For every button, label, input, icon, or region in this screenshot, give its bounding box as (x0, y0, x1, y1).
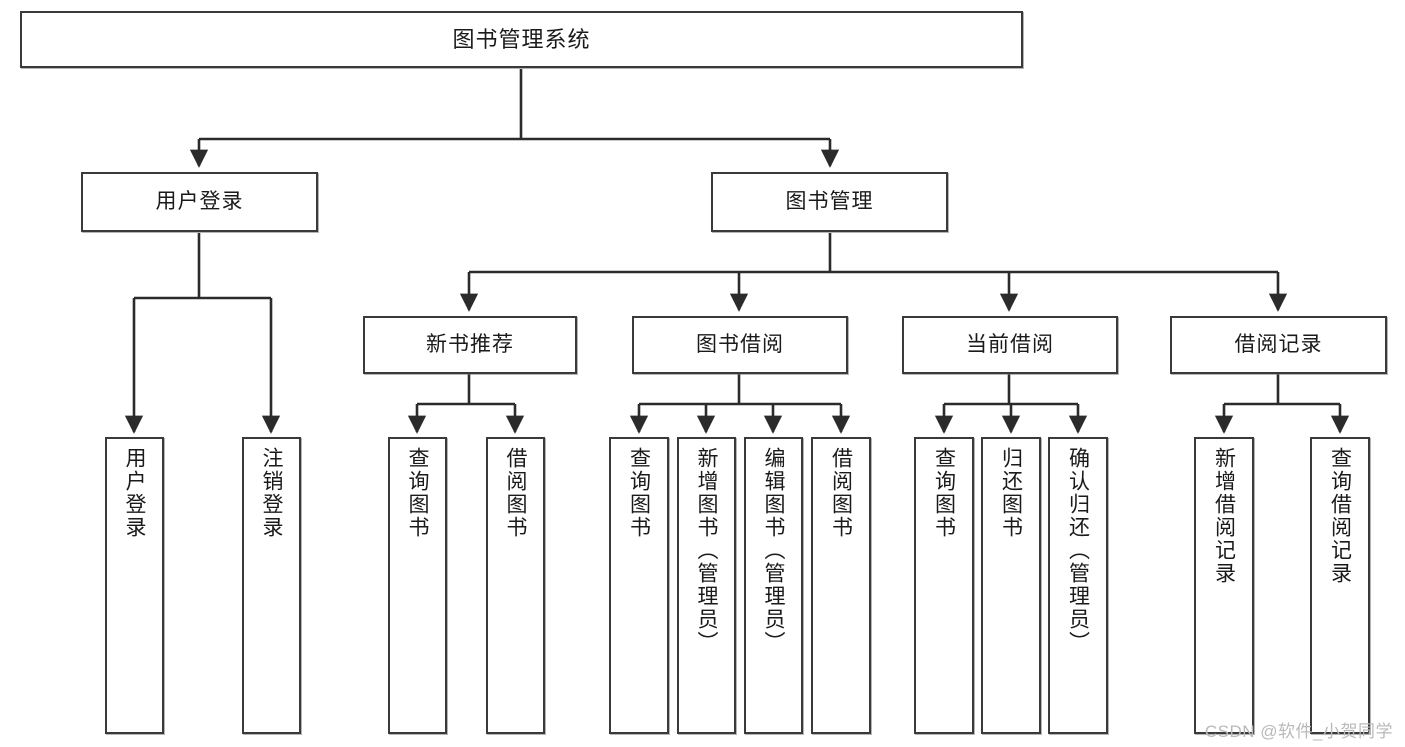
node-leaf-edit-book-admin[interactable]: 编辑图书（管理员） (744, 437, 803, 734)
node-root-label: 图书管理系统 (452, 26, 591, 52)
node-leaf-edit-book-admin-label: 编辑图书（管理员） (762, 447, 785, 654)
node-leaf-return-book[interactable]: 归还图书 (981, 437, 1041, 734)
node-leaf-borrow-book-recommend[interactable]: 借阅图书 (486, 437, 545, 734)
node-leaf-logout[interactable]: 注销登录 (242, 437, 301, 734)
node-leaf-return-book-label: 归还图书 (999, 447, 1023, 539)
node-leaf-query-book-recommend[interactable]: 查询图书 (388, 437, 447, 734)
node-leaf-query-book-recommend-label: 查询图书 (406, 447, 429, 539)
node-new-book-recommend-label: 新书推荐 (426, 332, 514, 356)
node-book-management[interactable]: 图书管理 (711, 172, 948, 232)
node-leaf-borrow-book-label: 借阅图书 (829, 447, 853, 539)
node-leaf-add-book-admin-label: 新增图书（管理员） (695, 447, 718, 654)
node-current-borrow[interactable]: 当前借阅 (902, 316, 1118, 374)
node-root[interactable]: 图书管理系统 (20, 11, 1023, 68)
node-leaf-add-borrow-record[interactable]: 新增借阅记录 (1194, 437, 1254, 734)
node-leaf-query-book-borrow-label: 查询图书 (627, 447, 651, 539)
node-leaf-borrow-book-recommend-label: 借阅图书 (504, 447, 527, 539)
node-leaf-query-book-current-label: 查询图书 (932, 447, 956, 539)
watermark-text: CSDN @软件_小贺同学 (1204, 722, 1393, 741)
node-borrow-record-label: 借阅记录 (1234, 332, 1323, 356)
node-leaf-query-book-borrow[interactable]: 查询图书 (609, 437, 669, 734)
node-leaf-confirm-return-admin-label: 确认归还（管理员） (1066, 447, 1090, 654)
node-leaf-query-borrow-record[interactable]: 查询借阅记录 (1310, 437, 1370, 734)
node-book-borrow[interactable]: 图书借阅 (632, 316, 848, 374)
node-user-login[interactable]: 用户登录 (81, 172, 318, 232)
node-new-book-recommend[interactable]: 新书推荐 (363, 316, 577, 374)
node-book-management-label: 图书管理 (785, 189, 874, 213)
node-leaf-confirm-return-admin[interactable]: 确认归还（管理员） (1048, 437, 1108, 734)
node-leaf-add-book-admin[interactable]: 新增图书（管理员） (677, 437, 736, 734)
node-current-borrow-label: 当前借阅 (966, 332, 1054, 356)
node-leaf-borrow-book[interactable]: 借阅图书 (811, 437, 871, 734)
node-leaf-logout-label: 注销登录 (260, 447, 283, 539)
node-book-borrow-label: 图书借阅 (696, 332, 784, 356)
node-user-login-label: 用户登录 (155, 189, 244, 213)
node-leaf-user-login-label: 用户登录 (123, 447, 146, 539)
node-borrow-record[interactable]: 借阅记录 (1170, 316, 1387, 374)
node-leaf-user-login[interactable]: 用户登录 (105, 437, 164, 734)
node-leaf-query-borrow-record-label: 查询借阅记录 (1328, 447, 1352, 585)
node-leaf-query-book-current[interactable]: 查询图书 (914, 437, 974, 734)
node-leaf-add-borrow-record-label: 新增借阅记录 (1212, 447, 1236, 585)
